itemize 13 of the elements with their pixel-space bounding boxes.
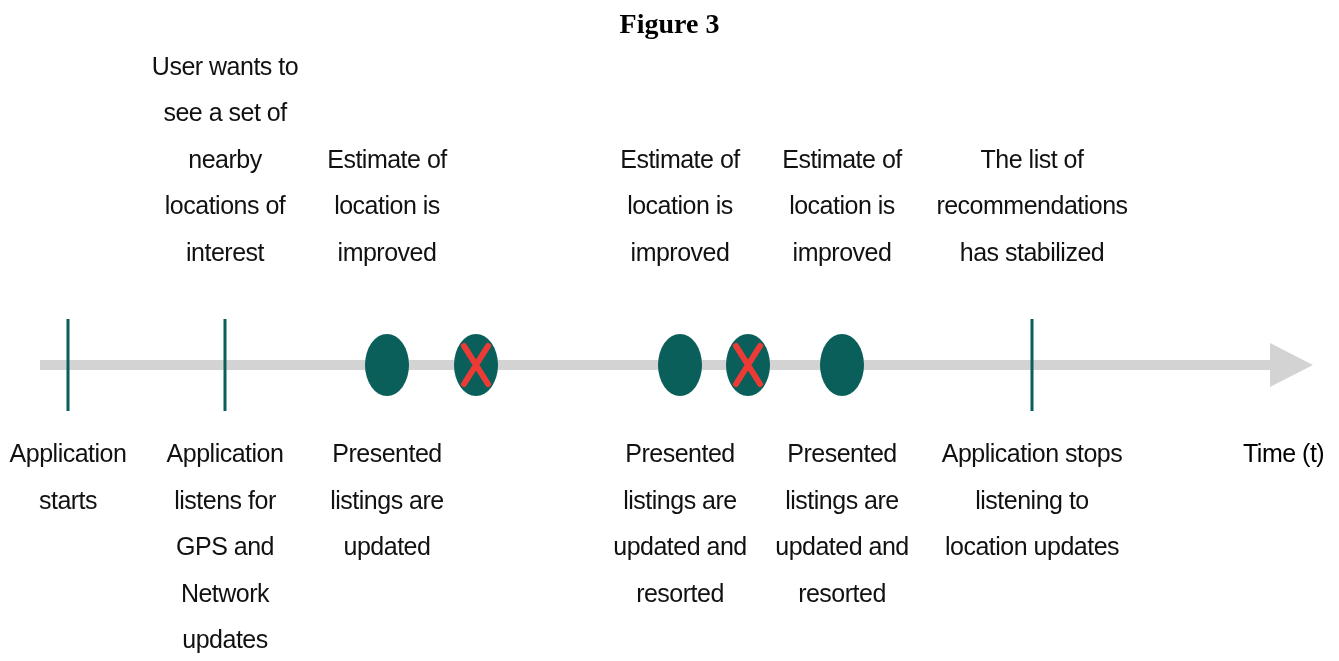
event-description: Presented listings are updated: [329, 438, 445, 562]
event-description: Application starts: [8, 438, 128, 516]
event-description: Presented listings are updated and resorted: [774, 438, 910, 609]
event-description: The list of recommendations has stabilized: [935, 143, 1129, 268]
event-description: Estimate of location is improved: [781, 143, 904, 268]
event-description: Application listens for GPS and Network updates: [165, 438, 285, 655]
event-description: Estimate of location is improved: [326, 143, 449, 268]
axis-label: Time (t): [1243, 438, 1325, 469]
event-description: Presented listings are updated and resorted: [612, 438, 748, 609]
event-description: User wants to see a set of nearby locations of interest: [150, 50, 300, 268]
event-description: Estimate of location is improved: [619, 143, 742, 268]
event-description: Application stops listening to location updates: [940, 438, 1124, 562]
figure-title: Figure 3: [618, 8, 721, 40]
